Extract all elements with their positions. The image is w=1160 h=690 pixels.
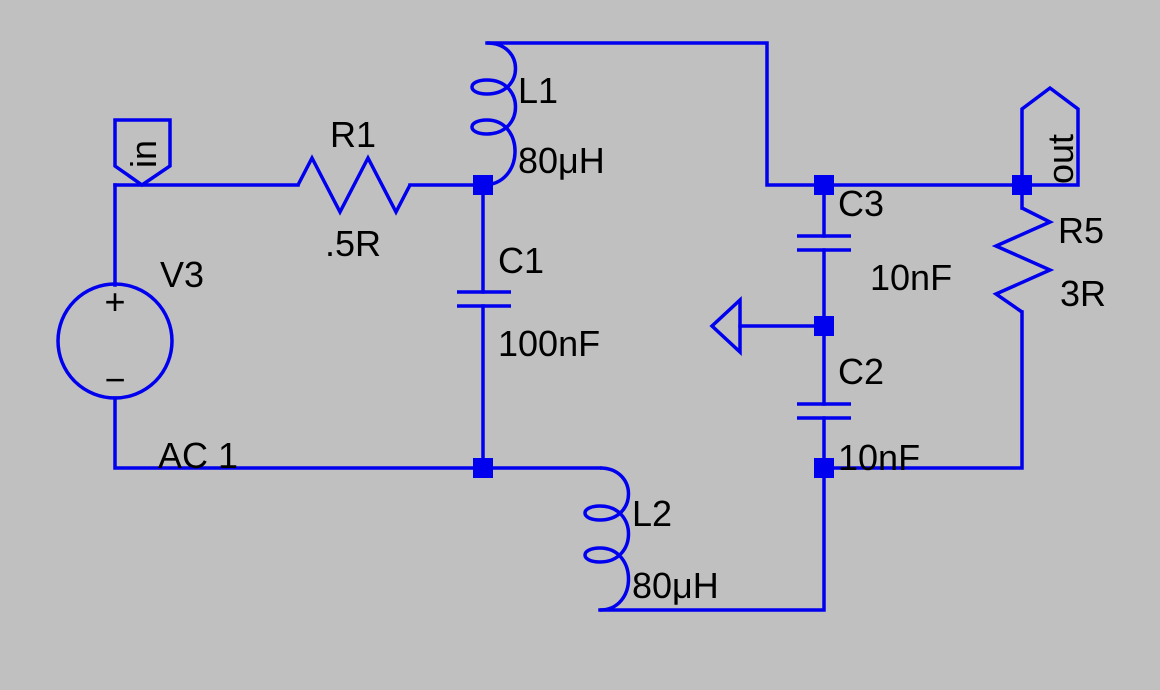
- voltage-source-v3[interactable]: + − V3 AC 1: [56, 254, 238, 476]
- c2-name-label: C2: [838, 351, 884, 392]
- c3-name-label: C3: [838, 183, 884, 224]
- port-out-label: out: [1040, 134, 1081, 184]
- v3-name-label: V3: [160, 254, 204, 295]
- wire-node-f-to-r5: [822, 310, 1024, 470]
- l1-value-label: 80μH: [518, 140, 605, 181]
- resistor-r5[interactable]: R5 3R: [991, 206, 1106, 314]
- capacitor-c3[interactable]: C3 10nF: [797, 183, 952, 298]
- port-out[interactable]: out: [1020, 85, 1081, 187]
- port-flag-icon: [113, 118, 172, 188]
- junction-node-b: [473, 458, 493, 478]
- l2-value-label: 80μH: [632, 565, 719, 606]
- junction-node-ground: [814, 316, 834, 336]
- l1-name-label: L1: [518, 70, 558, 111]
- resistor-icon: [991, 206, 1055, 314]
- c1-name-label: C1: [498, 240, 544, 281]
- ground-icon: [709, 295, 742, 357]
- port-in[interactable]: in: [113, 118, 172, 188]
- l2-name-label: L2: [632, 493, 672, 534]
- junction-node-c3: [814, 175, 834, 195]
- inductor-l1[interactable]: L1 80μH: [470, 41, 605, 187]
- c1-value-label: 100nF: [498, 323, 600, 364]
- junction-node-c2: [814, 458, 834, 478]
- port-flag-icon: [1020, 85, 1080, 187]
- v3-value-label: AC 1: [158, 435, 238, 476]
- c2-value-label: 10nF: [838, 437, 920, 478]
- ground-symbol: [709, 295, 742, 357]
- r5-name-label: R5: [1058, 210, 1104, 251]
- capacitor-c2[interactable]: C2 10nF: [797, 351, 920, 478]
- wire-l2-to-node-f: [598, 466, 826, 612]
- polarity-plus: +: [104, 281, 125, 322]
- r1-value-label: .5R: [325, 223, 381, 264]
- wires: [113, 41, 1024, 612]
- inductor-icon: [470, 41, 518, 187]
- voltage-source-icon: [56, 282, 174, 400]
- r1-name-label: R1: [330, 114, 376, 155]
- resistor-r1[interactable]: R1 .5R: [296, 114, 412, 264]
- resistor-icon: [296, 154, 412, 216]
- capacitor-c1[interactable]: C1 100nF: [457, 240, 600, 364]
- port-in-label: in: [123, 140, 164, 168]
- r5-value-label: 3R: [1060, 273, 1106, 314]
- inductor-icon: [583, 466, 631, 612]
- inductor-l2[interactable]: L2 80μH: [583, 466, 719, 612]
- wire-l1-top: [485, 41, 1024, 187]
- polarity-minus: −: [104, 359, 125, 400]
- wire-v3-to-bottom: [113, 396, 485, 470]
- c3-value-label: 10nF: [870, 257, 952, 298]
